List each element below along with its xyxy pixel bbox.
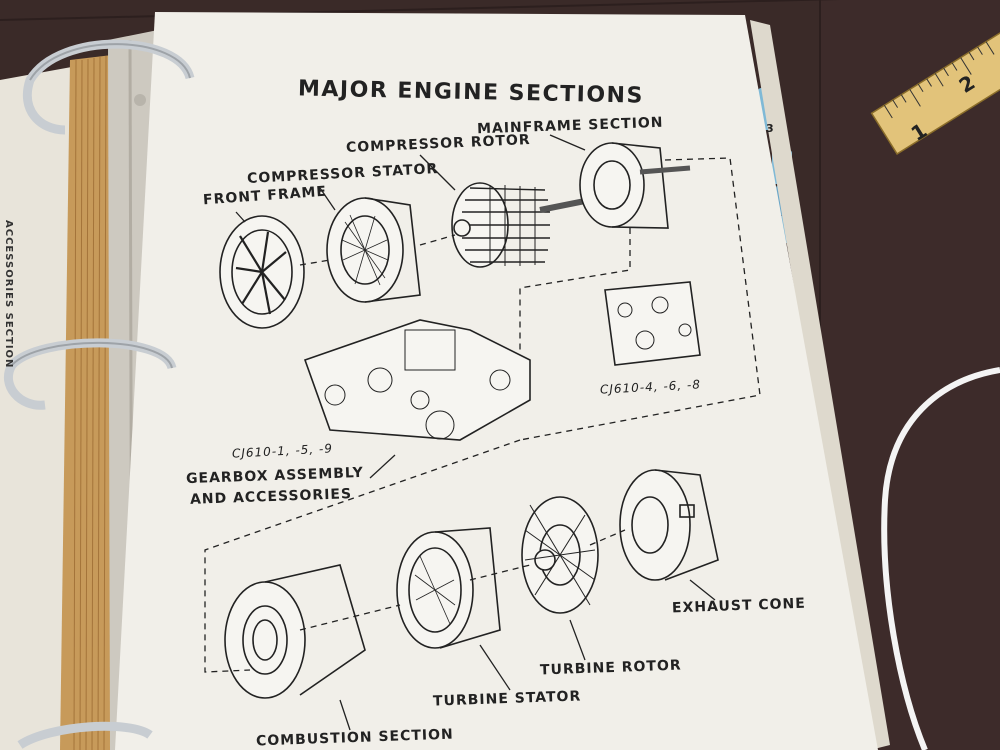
ruler xyxy=(870,27,1000,155)
cable xyxy=(881,367,1000,750)
index-tab-number: 3 xyxy=(766,122,774,135)
left-page-text: ACCESSORIES SECTION xyxy=(3,220,14,369)
engine-illustration xyxy=(204,134,761,731)
